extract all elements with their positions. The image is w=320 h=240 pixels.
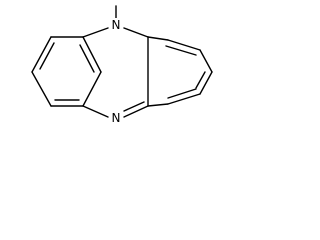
seven-ring-double-bond-1 <box>165 45 197 56</box>
nitrogen-top: N <box>109 18 123 32</box>
central-bond-top-right <box>123 27 149 38</box>
seven-ring-bond-3 <box>167 39 201 51</box>
seven-ring-bond-5 <box>199 71 213 95</box>
seven-ring-bond-7 <box>147 103 169 107</box>
seven-ring-double-bond-2 <box>195 71 206 89</box>
seven-ring-bond-6 <box>167 93 201 105</box>
nitrogen-bottom: N <box>109 111 123 125</box>
benzene-bond-5 <box>82 71 102 107</box>
central-bond-bottom-right <box>123 105 149 118</box>
seven-ring-double-bond-3 <box>167 88 197 99</box>
central-bond-bottom-left <box>82 105 109 118</box>
central-ring <box>82 27 149 118</box>
benzene-bond-2 <box>31 36 52 73</box>
central-double-bond-bottom-right <box>123 101 145 112</box>
cycloheptatriene-ring <box>147 36 213 107</box>
benzene-ring <box>31 36 102 107</box>
seven-ring-bond-2 <box>147 36 169 41</box>
benzene-bond-3 <box>31 71 52 107</box>
benzene-double-bond-3 <box>79 44 95 73</box>
chemical-structure-diagram: N N <box>31 5 213 125</box>
nitrogen-top-label: N <box>112 18 121 32</box>
benzene-double-bond-1 <box>39 42 55 70</box>
nitrogen-bottom-label: N <box>112 111 121 125</box>
central-bond-top-left <box>82 27 109 38</box>
seven-ring-bond-4 <box>199 49 213 73</box>
benzene-bond-6 <box>82 36 102 73</box>
